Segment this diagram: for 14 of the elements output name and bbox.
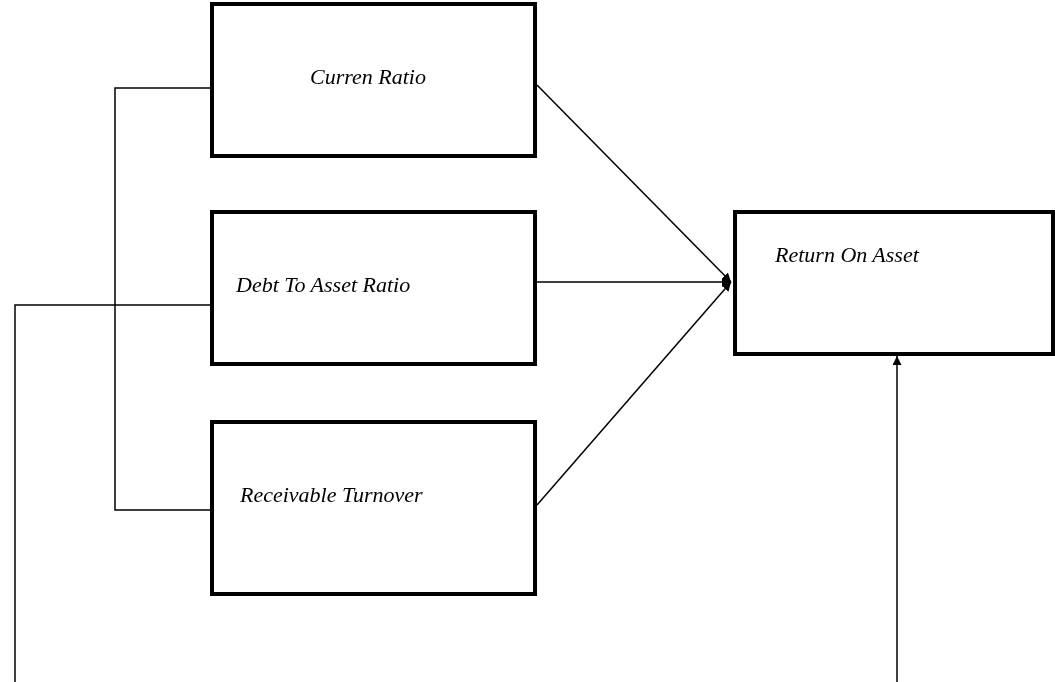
process-box [210,420,537,596]
box-label: Debt To Asset Ratio [236,272,411,298]
connector-line [892,355,902,682]
process-box [210,210,537,366]
connector-line [536,277,732,287]
process-box [210,2,537,158]
connector-line [536,281,732,506]
connector-line [536,84,732,283]
process-box [733,210,1055,356]
connector-line [114,87,211,511]
box-label: Curren Ratio [310,64,426,90]
box-label: Return On Asset [775,242,919,268]
box-label: Receivable Turnover [240,482,423,508]
connector-line [14,304,211,682]
